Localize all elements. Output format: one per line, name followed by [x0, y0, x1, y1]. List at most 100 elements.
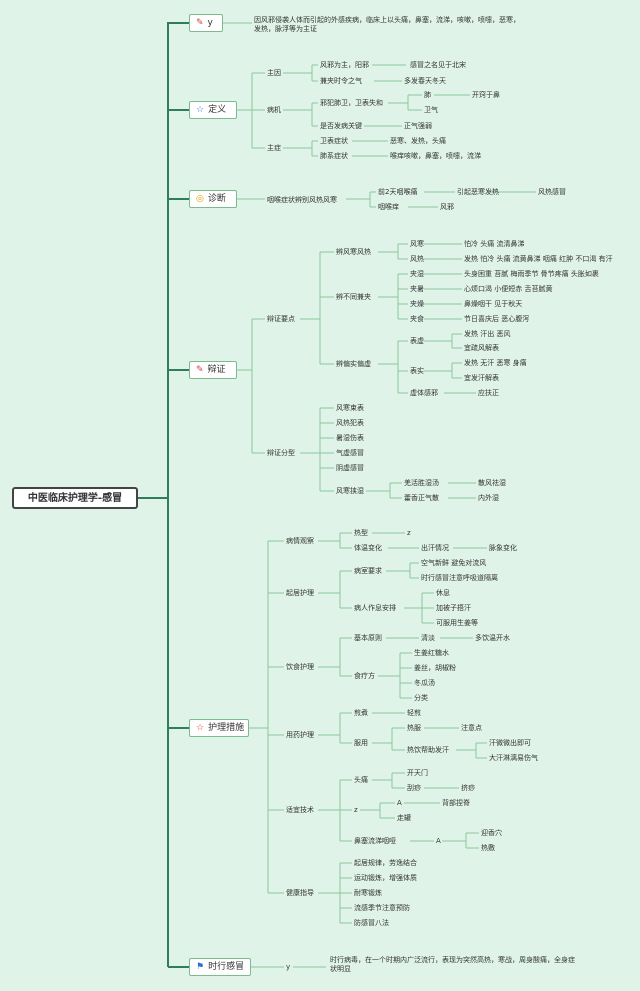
node-k2: 辨不同兼夹: [336, 293, 371, 301]
node-m2b2: 大汗淋漓易伤气: [489, 754, 538, 762]
pencil-icon: ✎: [196, 18, 204, 28]
node-cause-2: 兼夹时令之气: [320, 77, 362, 85]
node-q2b: 走罐: [397, 814, 411, 822]
node-q3a: A: [436, 837, 441, 845]
medal-icon: ◎: [196, 194, 204, 204]
node-observation: 病情观察: [286, 537, 314, 545]
node-sym-1a: 恶寒、发热，头痛: [390, 137, 446, 145]
branch-definition-title: 定义: [208, 105, 227, 115]
branch-epidemic-cold-title: 时行感冒: [208, 962, 245, 972]
node-technique: 适宜技术: [286, 806, 314, 814]
branch-y-title: y: [207, 18, 213, 28]
node-t2: 风热犯表: [336, 419, 364, 427]
node-path-2a: 正气强弱: [404, 122, 432, 130]
node-k2a1: 头身困重 苔腻 梅雨季节 骨节疼痛 头胀如裹: [464, 270, 599, 278]
node-key-points: 辩证要点: [267, 315, 295, 323]
node-m2a1: 注意点: [461, 724, 482, 732]
node-m2a: 热服: [407, 724, 421, 732]
star-icon: ☆: [196, 723, 205, 733]
node-k2b1: 心烦口渴 小便短赤 舌苔腻黄: [464, 285, 553, 293]
node-t6a1: 散风祛湿: [478, 479, 506, 487]
node-t6: 风寒挟湿: [336, 487, 364, 495]
node-sym-2: 肺系症状: [320, 152, 348, 160]
node-f2d: 分类: [414, 694, 428, 702]
node-path-1b: 卫气: [424, 106, 438, 114]
node-m2: 服用: [354, 739, 368, 747]
node-e3: 耐寒锻炼: [354, 889, 382, 897]
node-q2: z: [354, 806, 358, 814]
node-q3: 鼻塞流涕咽哑: [354, 837, 396, 845]
node-t6a: 羌活胜湿汤: [404, 479, 439, 487]
node-pathogenesis: 病机: [267, 106, 281, 114]
node-m1: 煎煮: [354, 709, 368, 717]
node-t3: 暑湿伤表: [336, 434, 364, 442]
node-k3b: 表实: [410, 367, 424, 375]
node-t6b1: 内外湿: [478, 494, 499, 502]
node-k2d: 夹食: [410, 315, 424, 323]
node-q1: 头痛: [354, 776, 368, 784]
node-q3a2: 热敷: [481, 844, 495, 852]
node-diag-1b: 咽喉痒: [378, 203, 399, 211]
node-e5: 防感冒八法: [354, 919, 389, 927]
branch-syndrome-title: 辩证: [207, 365, 226, 375]
node-l2c: 可服用生姜等: [436, 619, 478, 627]
node-q1b1: 挤痧: [461, 784, 475, 792]
node-f2b: 姜丝，胡椒粉: [414, 664, 456, 672]
node-o1: 热型: [354, 529, 368, 537]
node-f1b: 多饮温开水: [475, 634, 510, 642]
node-f1a: 清淡: [421, 634, 435, 642]
node-sx-y: y: [286, 963, 291, 971]
node-o2: 体温变化: [354, 544, 382, 552]
node-f2a: 生姜红糖水: [414, 649, 449, 657]
node-l2b: 加被子捂汗: [436, 604, 471, 612]
node-q3a1: 迎香穴: [481, 829, 502, 837]
node-path-1a1: 开窍于鼻: [472, 91, 500, 99]
node-k1a1: 怕冷 头痛 流清鼻涕: [464, 240, 525, 248]
branch-diagnosis[interactable]: ◎诊断: [189, 190, 237, 208]
node-education: 健康指导: [286, 889, 314, 897]
branch-nursing-title: 护理措施: [208, 723, 245, 733]
node-q1b: 刮痧: [407, 784, 421, 792]
node-path-1a: 肺: [424, 91, 431, 99]
node-k2b: 夹暑: [410, 285, 424, 293]
node-k2c: 夹燥: [410, 300, 424, 308]
node-l2: 病人作息安排: [354, 604, 396, 612]
node-l1b: 时行感冒注意呼吸道隔离: [421, 574, 498, 582]
y-description: 因风邪侵袭人体而引起的外感疾病，临床上以头痛，鼻塞，流涕，咳嗽，喷嚏，恶寒，发热…: [254, 16, 520, 33]
node-l1: 病室要求: [354, 567, 382, 575]
node-k3a2: 宜疏风解表: [464, 344, 499, 352]
flag-icon: ⚑: [196, 962, 205, 972]
node-sym-1: 卫表症状: [320, 137, 348, 145]
node-t6b: 藿香正气散: [404, 494, 439, 502]
node-k3a: 表虚: [410, 337, 424, 345]
branch-syndrome[interactable]: ✎辩证: [189, 361, 237, 379]
node-l1a: 空气新鲜 避免对流风: [421, 559, 487, 567]
node-t5: 阴虚感冒: [336, 464, 364, 472]
node-k2d1: 节日喜庆后 恶心腹泻: [464, 315, 530, 323]
node-o2b: 脉象变化: [489, 544, 517, 552]
branch-y[interactable]: ✎y: [189, 14, 223, 32]
node-diag-1a: 前2天咽喉痛: [378, 188, 418, 196]
node-l2a: 休息: [436, 589, 450, 597]
node-path-2: 是否发病关键: [320, 122, 362, 130]
branch-epidemic-cold[interactable]: ⚑时行感冒: [189, 958, 251, 976]
epidemic-description: 时行病毒，在一个时期内广泛流行，表现为突然高热，寒战，周身酸痛，全身症状明显: [330, 956, 575, 973]
node-k3: 辨偏实偏虚: [336, 360, 371, 368]
node-q2a1: 背部捏脊: [442, 799, 470, 807]
branch-definition[interactable]: ☆定义: [189, 101, 237, 119]
root-topic[interactable]: 中医临床护理学-感冒: [12, 487, 138, 509]
node-cause-1: 风邪为主，阳邪: [320, 61, 369, 69]
node-e4: 流感季节注意预防: [354, 904, 410, 912]
node-e2: 运动锻炼，增强体质: [354, 874, 417, 882]
node-k2a: 夹湿: [410, 270, 424, 278]
node-sym-2a: 喉痒咳嗽，鼻塞，喷嚏，流涕: [390, 152, 481, 160]
node-k1b1: 发热 怕冷 头痛 流黄鼻涕 咽痛 红肿 不口渴 有汗: [464, 255, 613, 263]
node-k1: 辨风寒风热: [336, 248, 371, 256]
node-q1a: 开天门: [407, 769, 428, 777]
star-icon: ☆: [196, 105, 205, 115]
node-cause: 主因: [267, 69, 281, 77]
branch-nursing[interactable]: ☆护理措施: [189, 719, 249, 737]
node-e1: 起居规律，劳逸结合: [354, 859, 417, 867]
node-m1a: 轻煎: [407, 709, 421, 717]
node-diag-1a2: 风热感冒: [538, 188, 566, 196]
